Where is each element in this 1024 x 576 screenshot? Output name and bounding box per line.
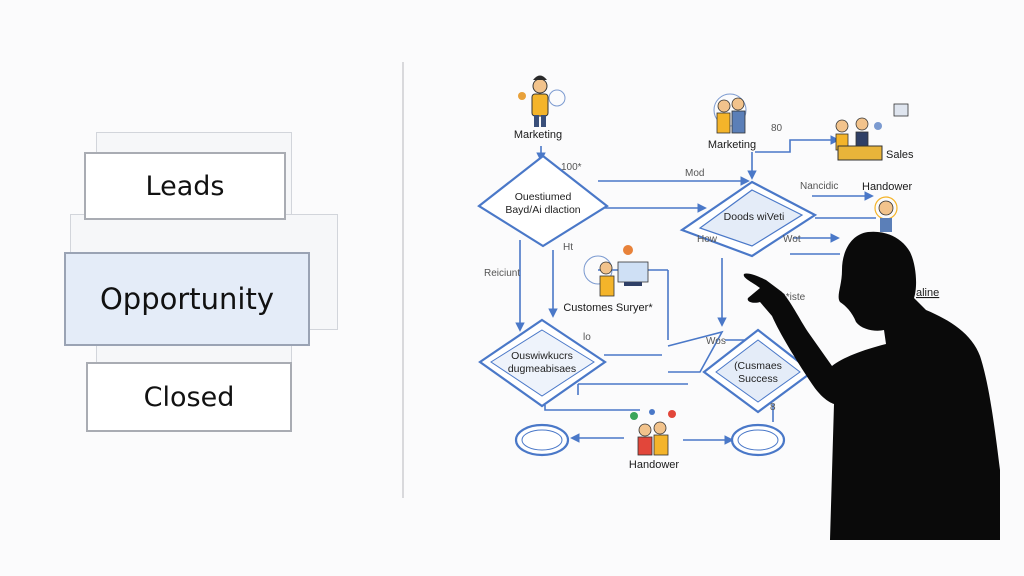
connector-lines <box>515 135 876 445</box>
customer-survey-illustration <box>583 245 649 297</box>
diamond-center-text: Doods wiVeti <box>724 211 785 223</box>
stage-opportunity: Opportunity <box>64 252 310 346</box>
label-lo: lo <box>583 332 591 343</box>
terminal-oval-right <box>730 423 786 457</box>
terminal-oval-left <box>514 423 570 457</box>
decision-diamond-bottom-left: Ouswiwkucrs dugmeabisaes <box>478 318 607 408</box>
decision-diamond-bottom-right: (Cusmaes Success <box>702 328 814 414</box>
diamond-tl-line1: Ouestiumed <box>515 191 572 203</box>
diamond-bl-line2: dugmeabisaes <box>508 363 576 375</box>
label-marketing-left: Marketing <box>514 129 562 141</box>
label-nancidic: Nancidic <box>800 181 838 192</box>
stage-closed: Closed <box>86 362 292 432</box>
diamond-br-line1: (Cusmaes <box>734 360 782 372</box>
label-customer-survey: Customes Suryer* <box>563 302 653 314</box>
decision-diamond-top-left: Ouestiumed Bayd/Ai dlaction <box>477 154 609 248</box>
label-qriste: Q*iste <box>778 292 806 303</box>
handover-team-illustration <box>630 409 676 456</box>
diamond-br-line2: Success <box>738 373 778 385</box>
panel-divider <box>402 62 404 498</box>
label-8: 8 <box>770 402 776 413</box>
stage-leads-label: Leads <box>145 170 225 202</box>
label-wos: Wos <box>706 336 726 347</box>
label-reiciunt: Reiciunt <box>484 268 520 279</box>
label-handover-bottom: Handower <box>629 459 679 471</box>
diamond-bl-line1: Ouswiwkucrs <box>511 350 573 362</box>
decision-diamond-center: Doods wiVeti <box>679 180 818 258</box>
handover-person-illustration <box>874 196 898 232</box>
label-80: 80 <box>771 123 783 134</box>
label-handover-top: Handower <box>862 181 912 193</box>
presenter-silhouette <box>743 231 1000 541</box>
stage-opportunity-label: Opportunity <box>99 282 275 316</box>
marketing-person-illustration <box>518 75 566 127</box>
label-mod: Mod <box>685 168 704 179</box>
sales-team-illustration <box>835 103 909 161</box>
label-ht: Ht <box>563 242 573 253</box>
marketing-team-illustration <box>713 93 747 134</box>
label-marketing-mid: Marketing <box>708 139 756 151</box>
stage-leads: Leads <box>84 152 286 220</box>
label-sales: Sales <box>886 149 914 161</box>
label-wot: Wot <box>783 234 801 245</box>
stage-closed-label: Closed <box>143 381 235 413</box>
label-sline: aline <box>916 287 939 299</box>
label-how: How <box>697 234 718 245</box>
diamond-tl-line2: Bayd/Ai dlaction <box>505 204 580 216</box>
label-100: 100* <box>561 162 582 173</box>
